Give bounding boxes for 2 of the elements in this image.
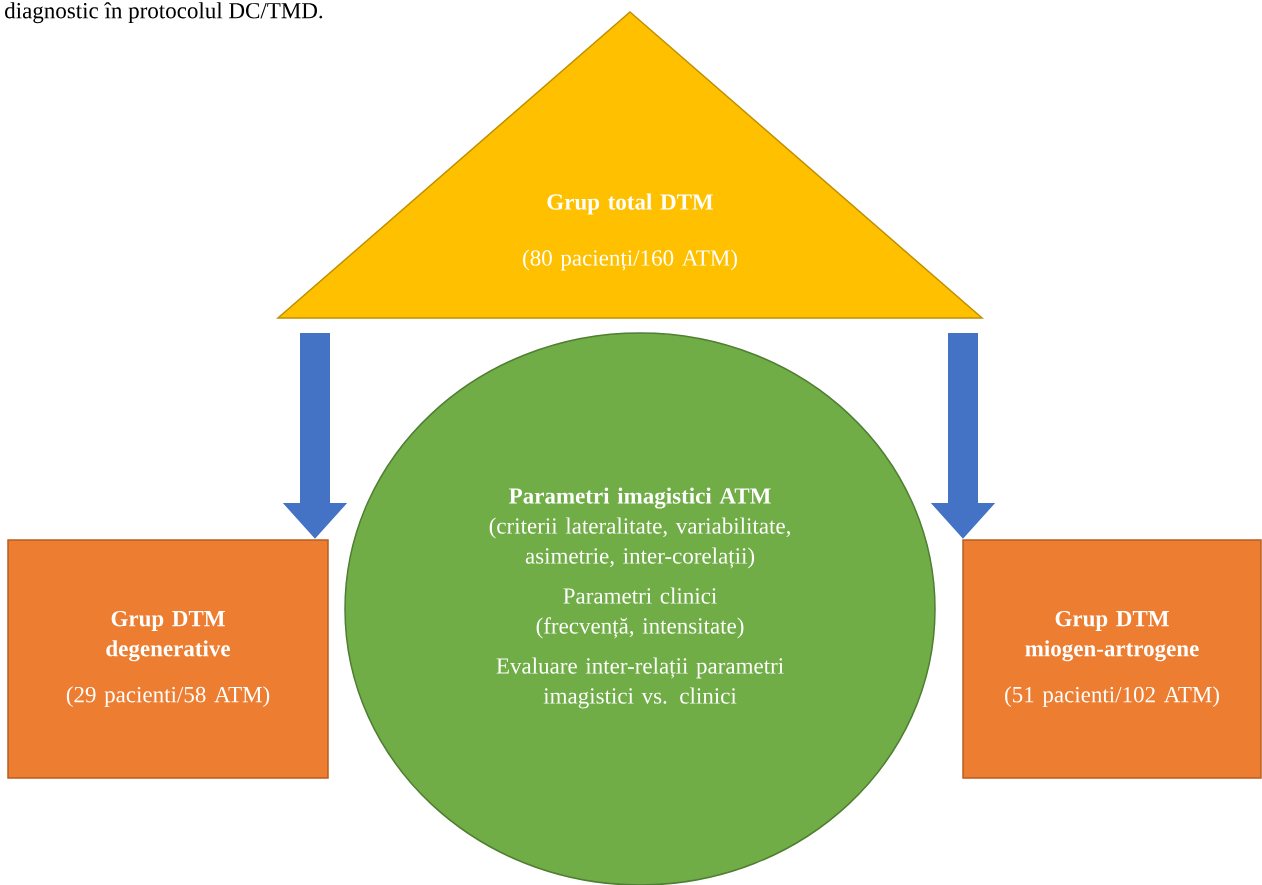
group-box: Grup DTM degenerative (29 pacienti/58 ATM) bbox=[7, 539, 329, 779]
group-box: Grup DTM miogen-artrogene (51 pacienti/102 ATM) bbox=[962, 539, 1262, 779]
